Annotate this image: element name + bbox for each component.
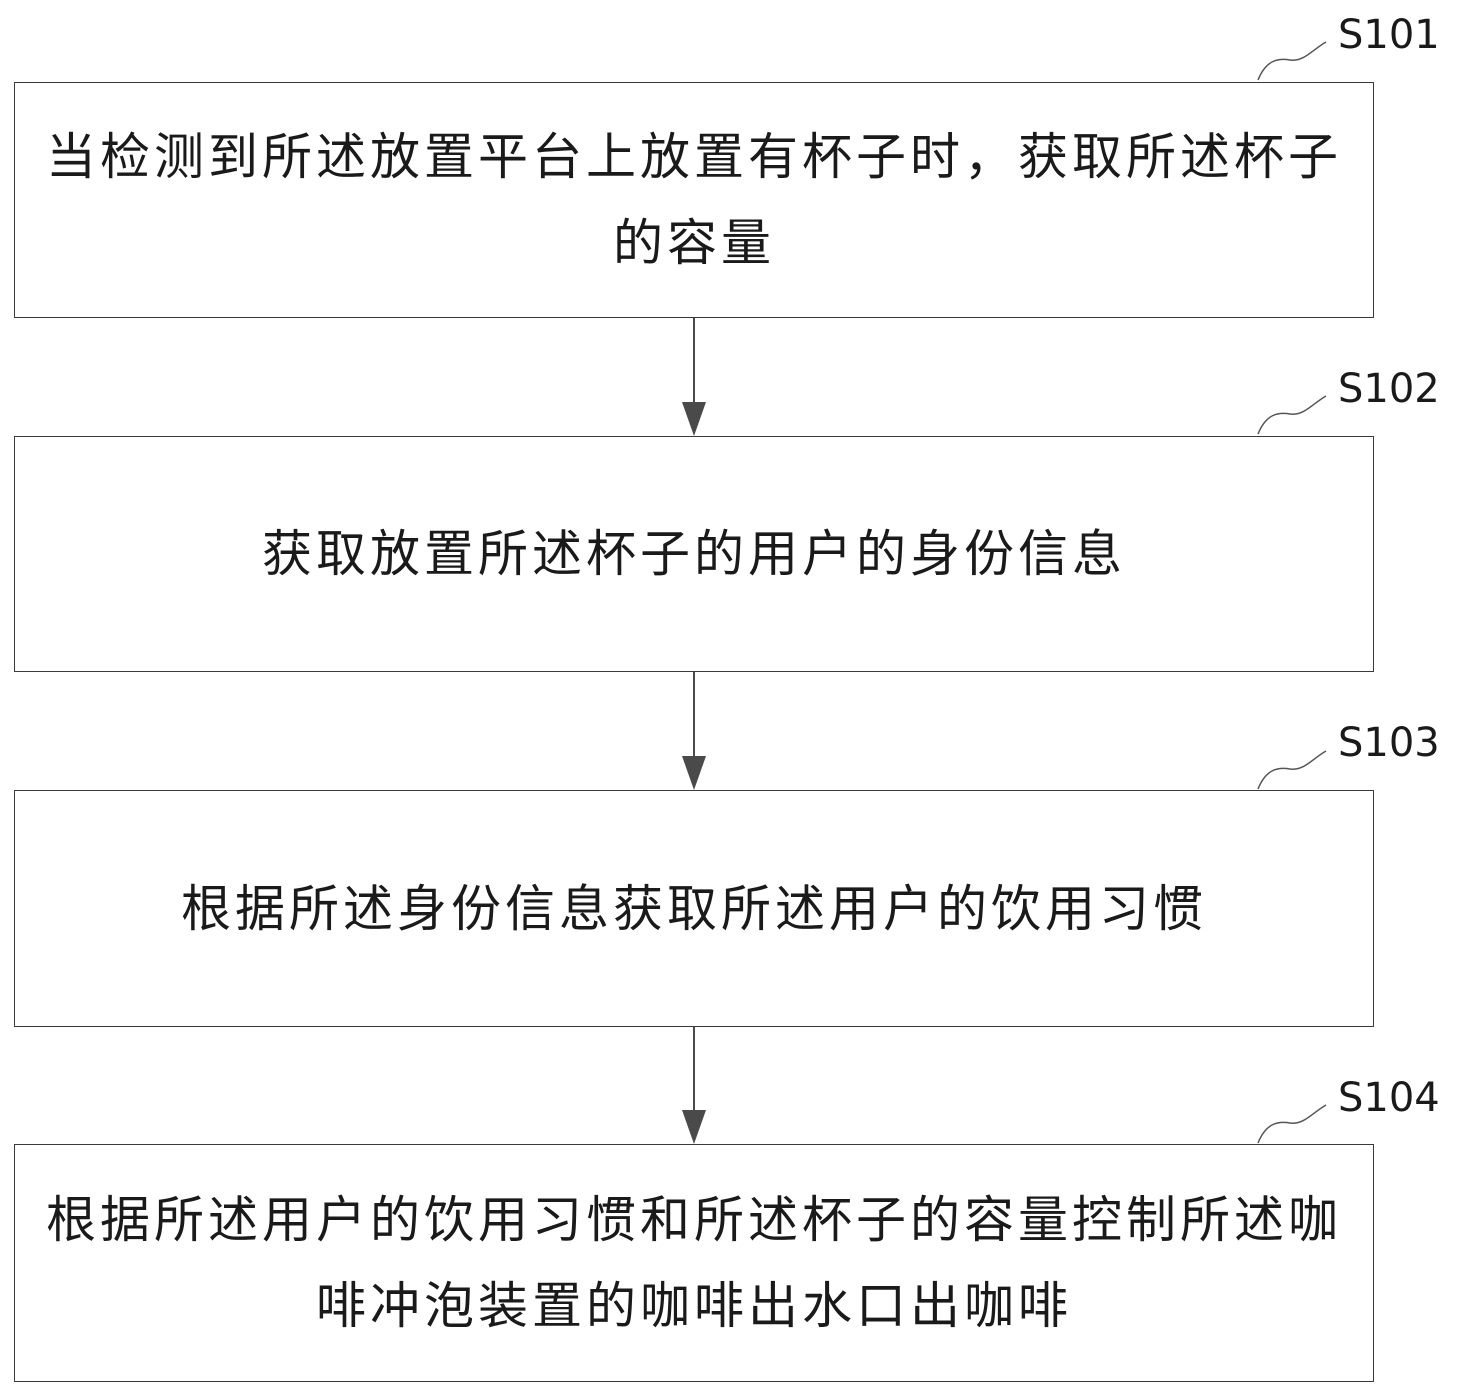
step-text-s103: 根据所述身份信息获取所述用户的饮用习惯 bbox=[181, 879, 1207, 938]
step-text-s102: 获取放置所述杯子的用户的身份信息 bbox=[262, 525, 1126, 583]
leader-line-s102 bbox=[1257, 395, 1327, 435]
arrow-s102-to-s103 bbox=[682, 672, 706, 790]
leader-line-s101 bbox=[1257, 41, 1327, 81]
leader-line-s104 bbox=[1257, 1104, 1327, 1144]
arrow-s103-to-s104 bbox=[682, 1027, 706, 1144]
step-text-s101: 当检测到所述放置平台上放置有杯子时，获取所述杯子的容量 bbox=[46, 128, 1342, 272]
step-text-s104: 根据所述用户的饮用习惯和所述杯子的容量控制所述咖啡冲泡装置的咖啡出水口出咖啡 bbox=[46, 1191, 1342, 1335]
leader-line-s103 bbox=[1257, 750, 1327, 790]
step-box-s104: 根据所述用户的饮用习惯和所述杯子的容量控制所述咖啡冲泡装置的咖啡出水口出咖啡 bbox=[14, 1144, 1374, 1382]
step-label-s101: S101 bbox=[1338, 12, 1440, 58]
step-box-s101: 当检测到所述放置平台上放置有杯子时，获取所述杯子的容量 bbox=[14, 82, 1374, 318]
step-box-s103: 根据所述身份信息获取所述用户的饮用习惯 bbox=[14, 790, 1374, 1027]
step-label-s103: S103 bbox=[1338, 720, 1440, 766]
step-label-s104: S104 bbox=[1338, 1075, 1440, 1121]
step-box-s102: 获取放置所述杯子的用户的身份信息 bbox=[14, 436, 1374, 672]
step-label-s102: S102 bbox=[1338, 366, 1440, 412]
arrow-s101-to-s102 bbox=[682, 318, 706, 436]
